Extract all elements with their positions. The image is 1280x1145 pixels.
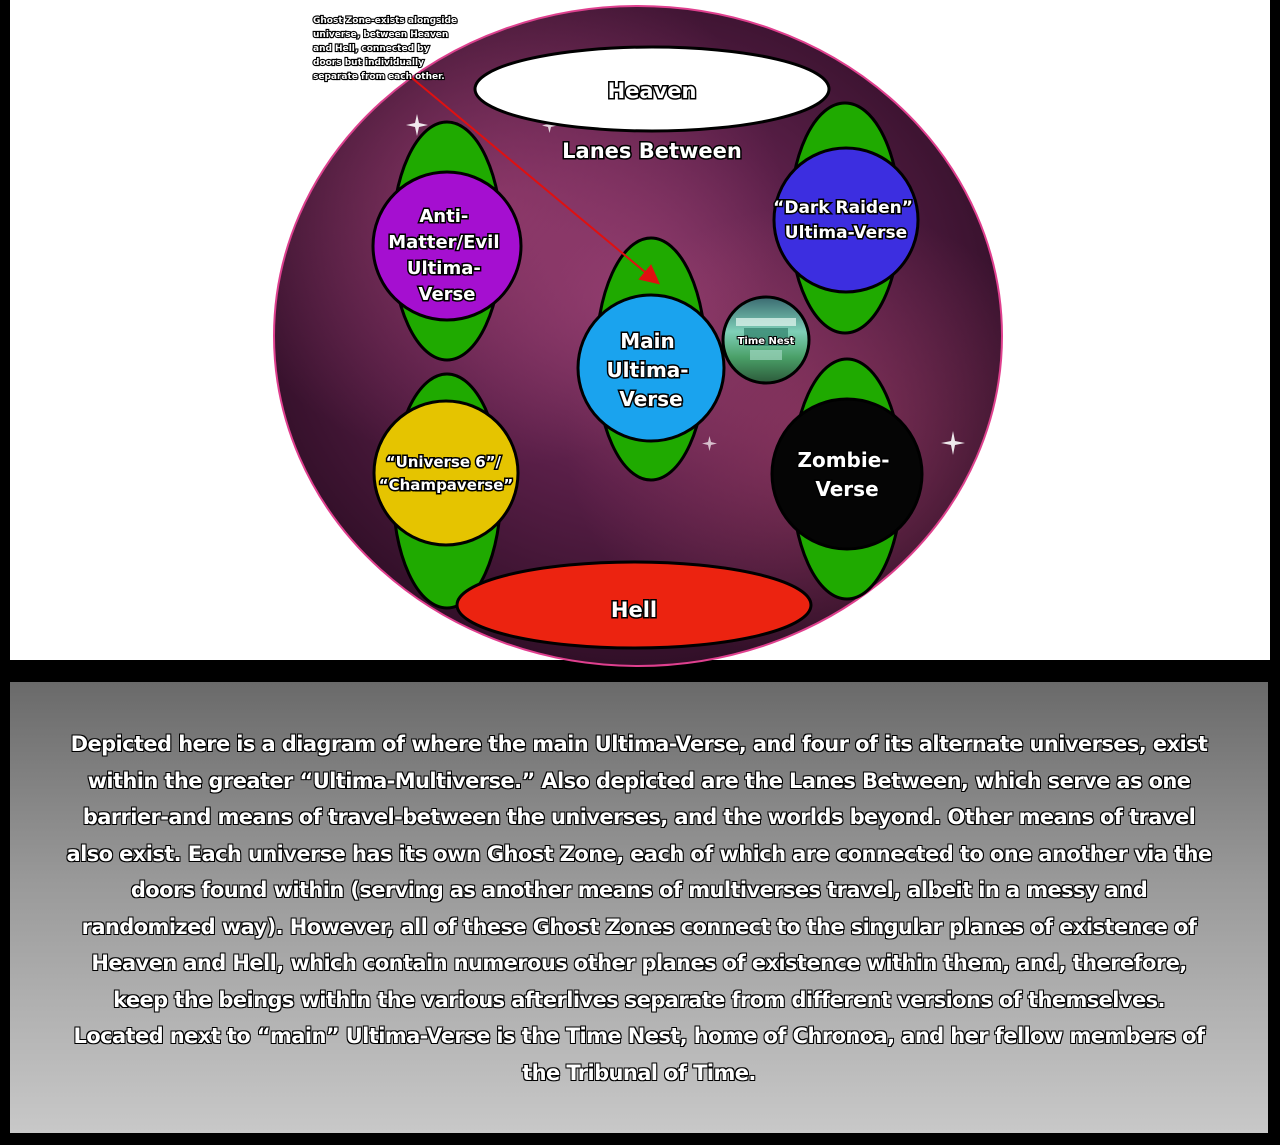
description-line: Depicted here is a diagram of where the … <box>70 731 1209 756</box>
description-line: also exist. Each universe has its own Gh… <box>66 841 1213 866</box>
universe-dark-raiden <box>772 146 920 294</box>
description-line: keep the beings within the various after… <box>112 987 1166 1012</box>
lanes-between-label: Lanes Between <box>562 139 742 163</box>
description-text: Depicted here is a diagram of where the … <box>24 726 1254 1091</box>
universe6-label: “Universe 6”/ “Champaverse” <box>379 453 513 494</box>
description-line: the Tribunal of Time. <box>521 1060 757 1085</box>
description-line: randomized way). However, all of these G… <box>81 914 1198 939</box>
sparkle-icon <box>406 114 965 455</box>
hell-plane <box>455 560 813 650</box>
description-line: Heaven and Hell, which contain numerous … <box>91 950 1188 975</box>
universe-zombie <box>770 397 924 551</box>
time-nest-scenery <box>736 318 796 360</box>
hell-label: Hell <box>611 598 657 622</box>
time-nest-label: Time Nest <box>738 336 795 347</box>
universe-main <box>576 293 726 443</box>
description-panel: Depicted here is a diagram of where the … <box>10 682 1268 1133</box>
main-label: Main Ultima- Verse <box>606 329 695 411</box>
multiverse-diagram: Heaven Lanes Between Anti- Matter/Evil U… <box>273 5 1003 667</box>
description-line: barrier-and means of travel-between the … <box>82 804 1196 829</box>
description-line: doors found within (serving as another m… <box>130 877 1148 902</box>
anti-matter-label: Anti- Matter/Evil Ultima- Verse <box>388 206 506 305</box>
ghost-zone-arrow <box>411 77 661 285</box>
heaven-plane <box>473 45 831 133</box>
description-line: within the greater “Ultima-Multiverse.” … <box>87 768 1192 793</box>
dark-raiden-label: “Dark Raiden” Ultima-Verse <box>773 198 919 243</box>
zombie-label: Zombie- Verse <box>797 448 896 501</box>
universe-anti-matter <box>371 170 523 322</box>
universe-universe6 <box>372 399 520 547</box>
description-line: Located next to “main” Ultima-Verse is t… <box>73 1023 1206 1048</box>
ghost-zone-note: Ghost Zone-exists alongside universe, be… <box>313 16 460 82</box>
heaven-label: Heaven <box>608 79 697 103</box>
